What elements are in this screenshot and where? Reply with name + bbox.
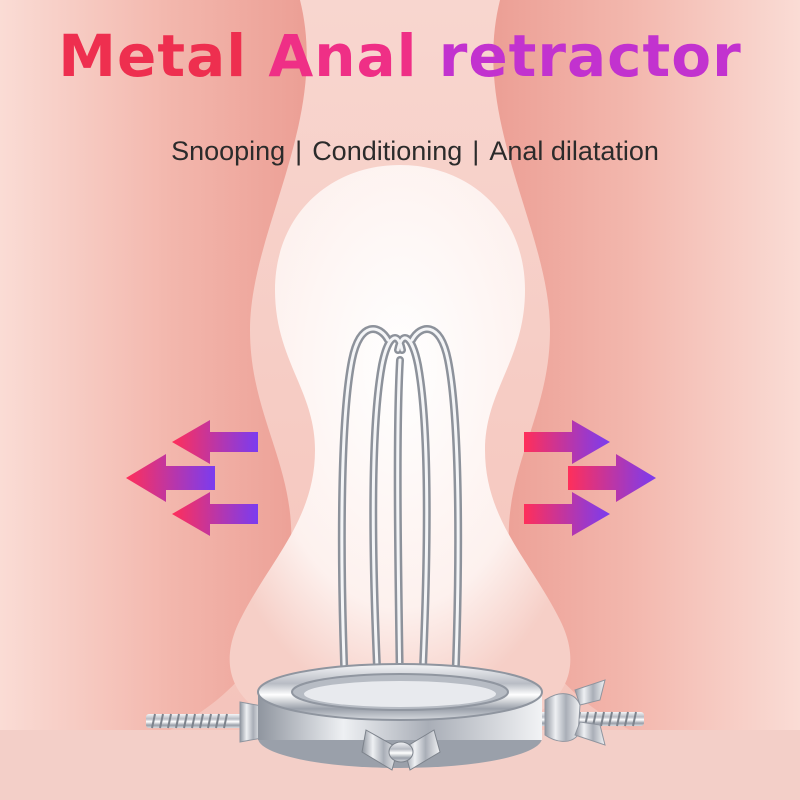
separator: | [472, 136, 480, 166]
feature-conditioning: Conditioning [312, 136, 463, 166]
screw-left [146, 701, 264, 743]
metal-ring-base [257, 663, 543, 768]
wing-nut-right [536, 679, 644, 746]
retractor-wires [337, 325, 463, 694]
page-title: Metal Anal retractor [0, 22, 800, 90]
title-word-anal: Anal [268, 22, 418, 90]
feature-subtitle: Snooping | Conditioning | Anal dilatation [0, 136, 800, 167]
feature-dilatation: Anal dilatation [489, 136, 659, 166]
separator: | [295, 136, 303, 166]
arrow-left-icon [126, 420, 258, 536]
title-word-retractor: retractor [438, 22, 742, 90]
feature-snooping: Snooping [171, 136, 286, 166]
arrow-right-icon [524, 420, 656, 536]
title-word-metal: Metal [58, 22, 248, 90]
wing-nut-front [361, 729, 441, 771]
